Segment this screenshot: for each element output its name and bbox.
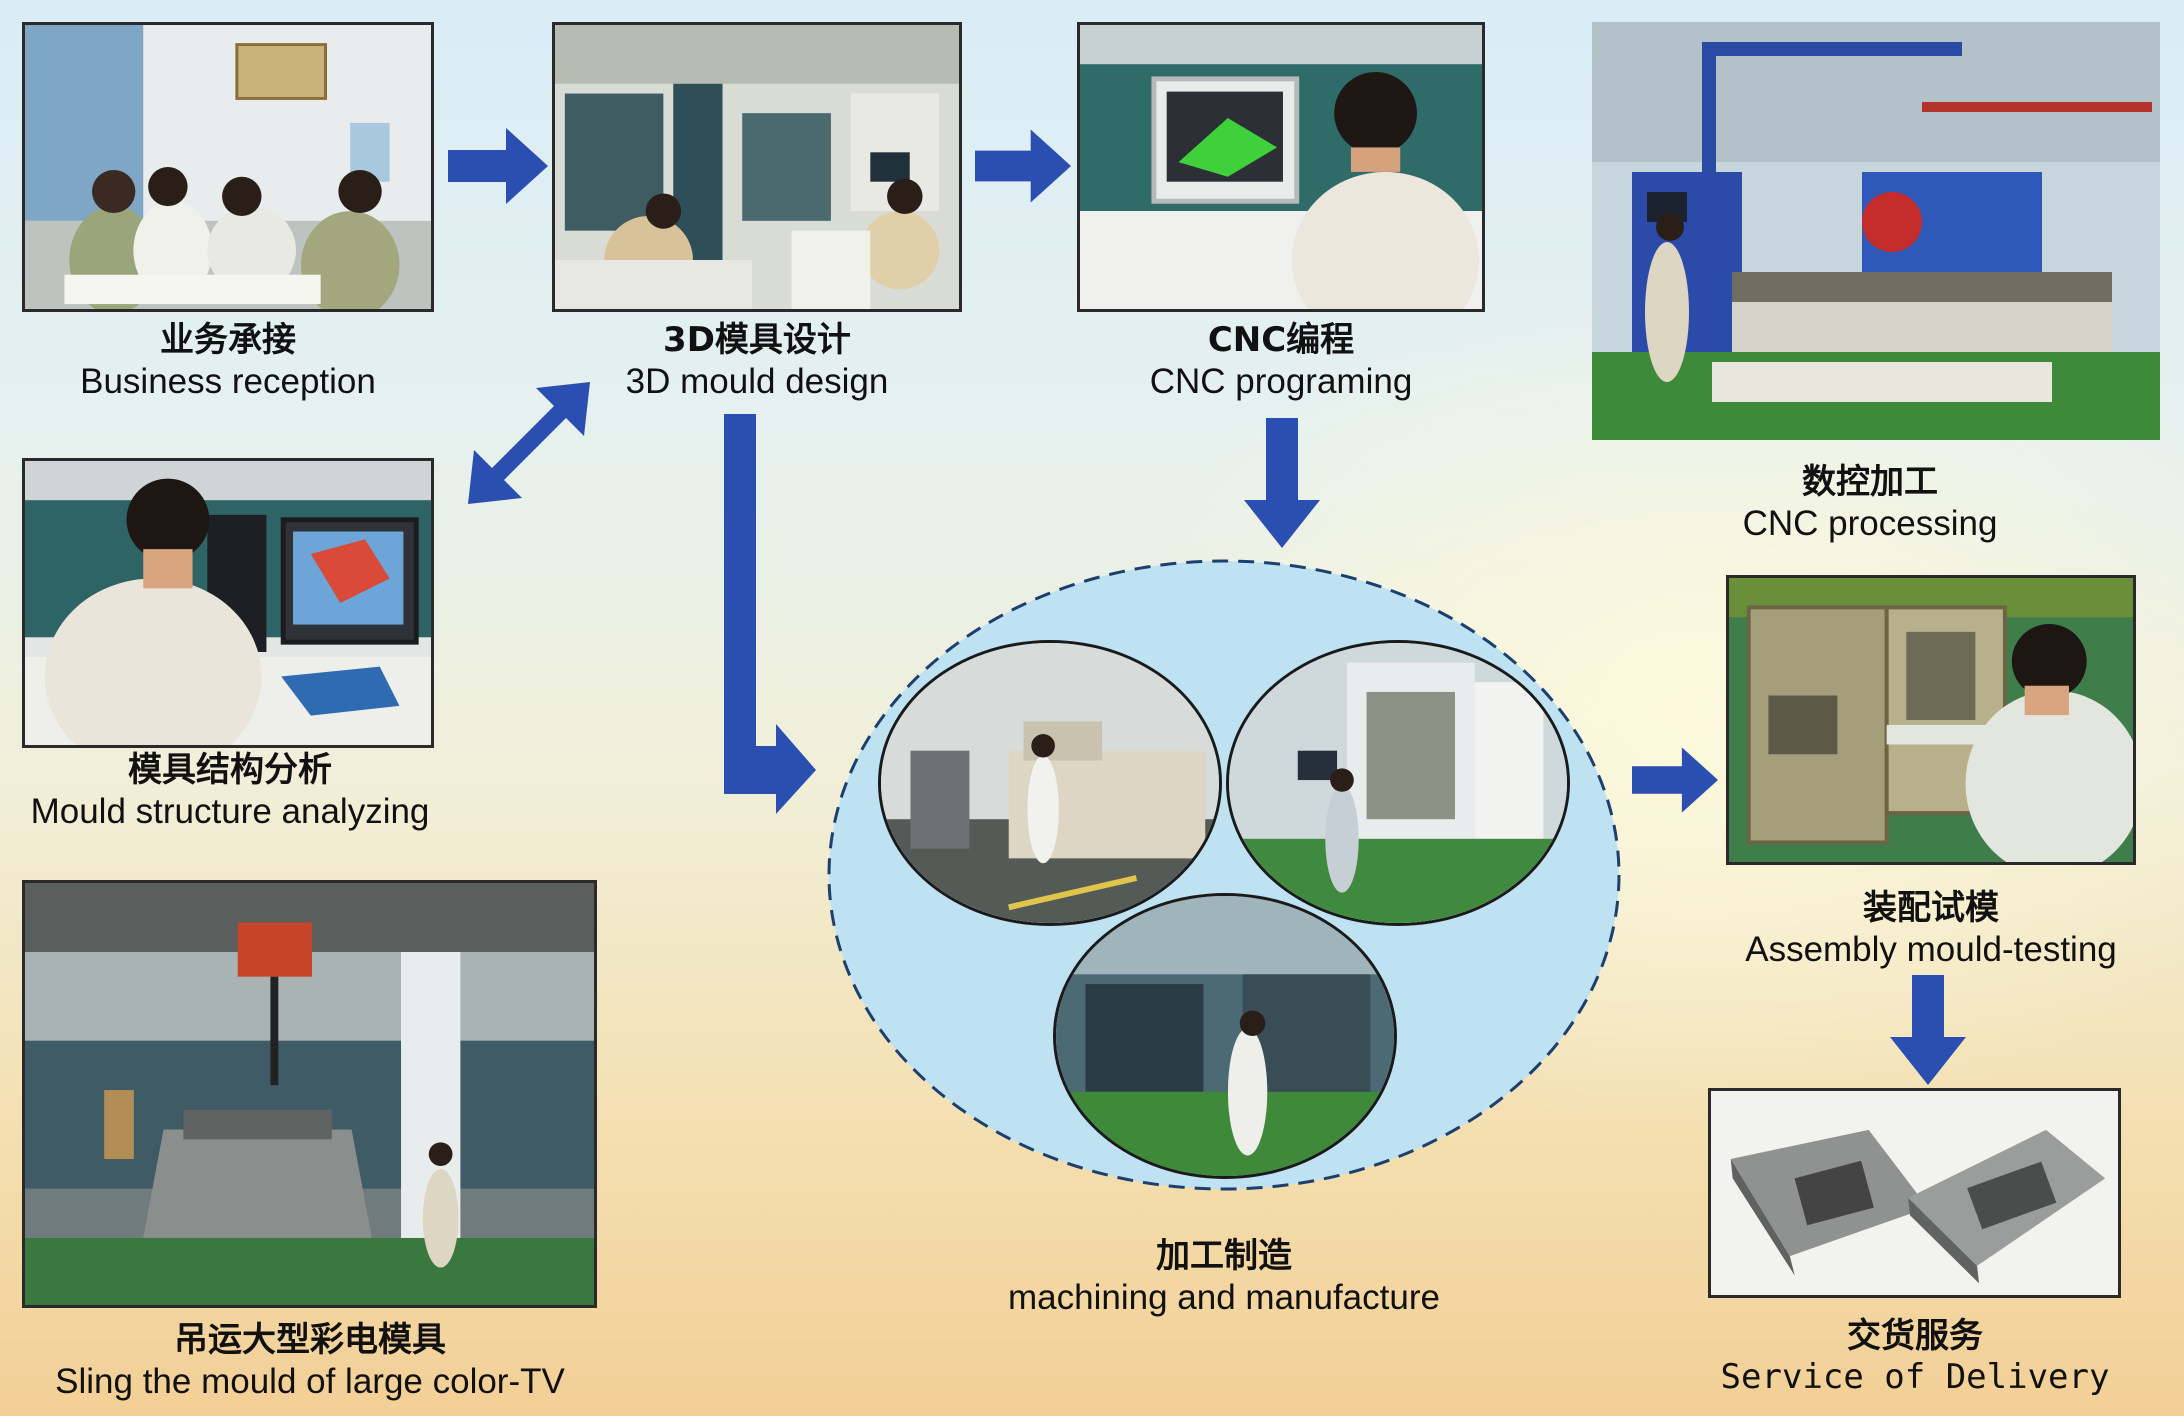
caption-cnc-programing: CNC编程 CNC programing <box>1077 320 1485 404</box>
photo-cnc-processing <box>1592 22 2160 440</box>
photo-machining-grinder <box>878 640 1222 926</box>
photo-mould-structure-analyzing <box>22 458 434 748</box>
caption-en: CNC programing <box>1149 362 1413 402</box>
arrow-down-icon <box>1890 975 1966 1085</box>
caption-en: Service of Delivery <box>1720 1357 2110 1398</box>
caption-mould-structure-analyzing: 模具结构分析 Mould structure analyzing <box>0 750 460 834</box>
caption-cn: 加工制造 <box>1156 1236 1292 1276</box>
caption-en: machining and manufacture <box>1008 1278 1440 1318</box>
photo-machining-cnc <box>1053 893 1397 1179</box>
photo-cnc-programing <box>1077 22 1485 312</box>
photo-sling-mould <box>22 880 597 1308</box>
caption-business-reception: 业务承接 Business reception <box>22 320 434 404</box>
caption-cn: 业务承接 <box>160 320 296 360</box>
caption-en: CNC processing <box>1742 504 1998 544</box>
photo-service-of-delivery <box>1708 1088 2121 1298</box>
caption-cn: 装配试模 <box>1863 888 1999 928</box>
caption-cn: CNC编程 <box>1207 320 1355 360</box>
caption-machining: 加工制造 machining and manufacture <box>924 1236 1524 1320</box>
caption-assembly-mould-testing: 装配试模 Assembly mould-testing <box>1700 888 2162 972</box>
caption-en: Mould structure analyzing <box>30 792 430 832</box>
caption-cnc-processing: 数控加工 CNC processing <box>1640 462 2100 546</box>
photo-business-reception <box>22 22 434 312</box>
caption-en: 3D mould design <box>625 362 889 402</box>
caption-en: Business reception <box>80 362 376 402</box>
caption-cn: 吊运大型彩电模具 <box>174 1320 446 1360</box>
arrow-down-icon <box>1244 418 1320 548</box>
photo-machining-edm <box>1226 640 1570 926</box>
caption-cn: 3D模具设计 <box>663 320 851 360</box>
photo-assembly-mould-testing <box>1726 575 2136 865</box>
caption-3d-mould-design: 3D模具设计 3D mould design <box>552 320 962 404</box>
caption-sling-mould: 吊运大型彩电模具 Sling the mould of large color-… <box>0 1320 620 1404</box>
arrow-right-icon <box>1632 742 1718 818</box>
caption-en: Sling the mould of large color-TV <box>55 1362 565 1402</box>
caption-cn: 交货服务 <box>1847 1316 1983 1356</box>
arrow-right-icon <box>975 128 1071 204</box>
photo-3d-mould-design <box>552 22 962 312</box>
caption-cn: 模具结构分析 <box>128 750 332 790</box>
caption-cn: 数控加工 <box>1802 462 1938 502</box>
caption-en: Assembly mould-testing <box>1745 930 2117 970</box>
arrow-right-icon <box>448 128 548 204</box>
caption-service-of-delivery: 交货服务 Service of Delivery <box>1690 1316 2140 1399</box>
arrow-elbow-icon <box>720 414 816 814</box>
arrow-bidirectional-icon <box>462 382 590 508</box>
